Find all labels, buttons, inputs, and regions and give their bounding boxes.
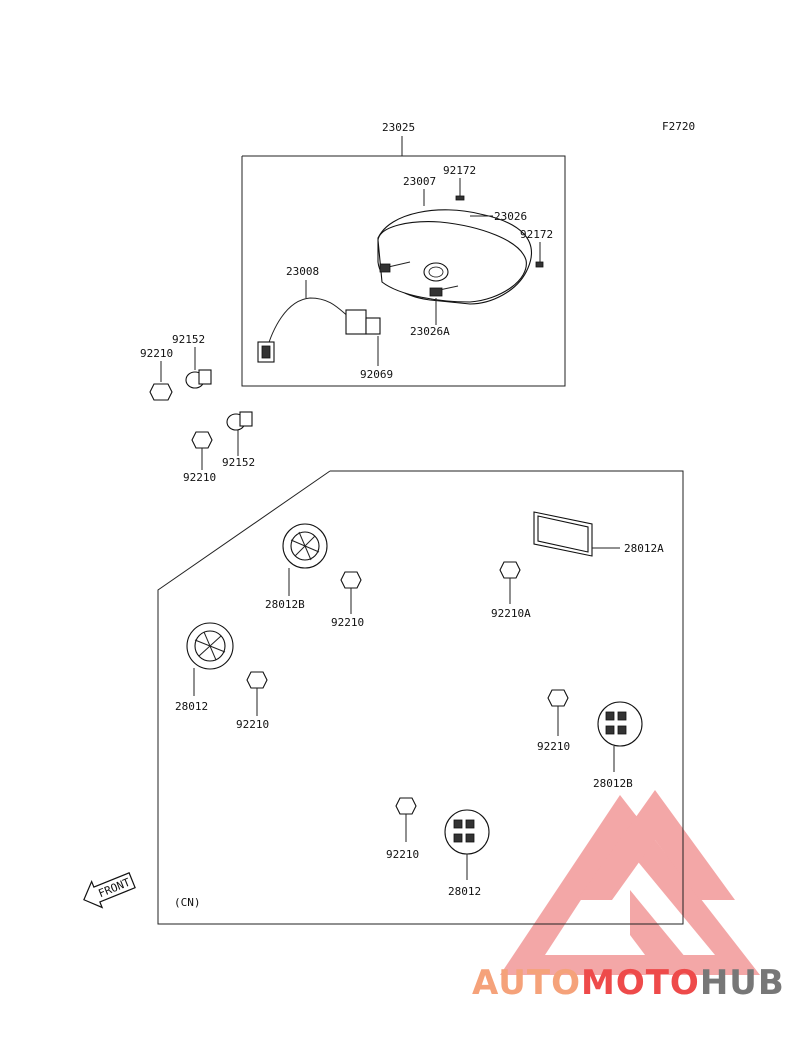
label-23026A: 23026A (410, 325, 450, 338)
label-28012B-top: 28012B (265, 598, 305, 611)
label-28012A: 28012A (624, 542, 664, 555)
nut-d-icon (246, 671, 268, 689)
cn-region-box (157, 470, 684, 925)
nut-92210A-icon (499, 561, 521, 579)
nut-a-icon (149, 383, 173, 401)
label-92210-f: 92210 (386, 848, 419, 861)
label-92210-e: 92210 (537, 740, 570, 753)
reflector-28012B-top-icon (282, 523, 328, 569)
label-92152-a: 92152 (172, 333, 205, 346)
front-arrow-icon: FRONT (83, 872, 136, 909)
nut-b-icon (191, 431, 213, 449)
screw-top-icon (455, 195, 465, 201)
watermark-logo (500, 790, 760, 975)
upper-assembly-box (241, 155, 566, 387)
nut-f-icon (395, 797, 417, 815)
diagram-code: F2720 (662, 120, 695, 133)
reflector-28012B-right-icon (597, 701, 643, 747)
watermark-part3: HUB (700, 963, 785, 1003)
tail-light-housing (377, 209, 533, 305)
label-92210-c: 92210 (331, 616, 364, 629)
label-92172-right: 92172 (520, 228, 553, 241)
watermark-part1: AUTO (472, 963, 581, 1003)
watermark-part2: MOTO (581, 963, 700, 1003)
label-23008: 23008 (286, 265, 319, 278)
label-92210A: 92210A (491, 607, 531, 620)
label-28012-bottom: 28012 (448, 885, 481, 898)
label-28012B-right: 28012B (593, 777, 633, 790)
wiring-harness (257, 297, 381, 363)
label-92210-b: 92210 (183, 471, 216, 484)
reflector-28012-bottom-icon (444, 809, 490, 855)
label-23025: 23025 (382, 121, 415, 134)
watermark-text: AUTOMOTOHUB (472, 963, 785, 1003)
reflector-28012-left-icon (186, 622, 234, 670)
collar-a-icon (185, 369, 212, 389)
region-note: (CN) (174, 896, 201, 909)
screw-right-icon (535, 261, 544, 268)
label-23026: 23026 (494, 210, 527, 223)
collar-b-icon (226, 411, 253, 431)
reflector-28012A-icon (533, 511, 593, 557)
label-23007: 23007 (403, 175, 436, 188)
nut-c-icon (340, 571, 362, 589)
label-92172-top: 92172 (443, 164, 476, 177)
nut-e-icon (547, 689, 569, 707)
label-92069: 92069 (360, 368, 393, 381)
label-92210-d: 92210 (236, 718, 269, 731)
label-28012-left: 28012 (175, 700, 208, 713)
label-92210-a: 92210 (140, 347, 173, 360)
label-92152-b: 92152 (222, 456, 255, 469)
